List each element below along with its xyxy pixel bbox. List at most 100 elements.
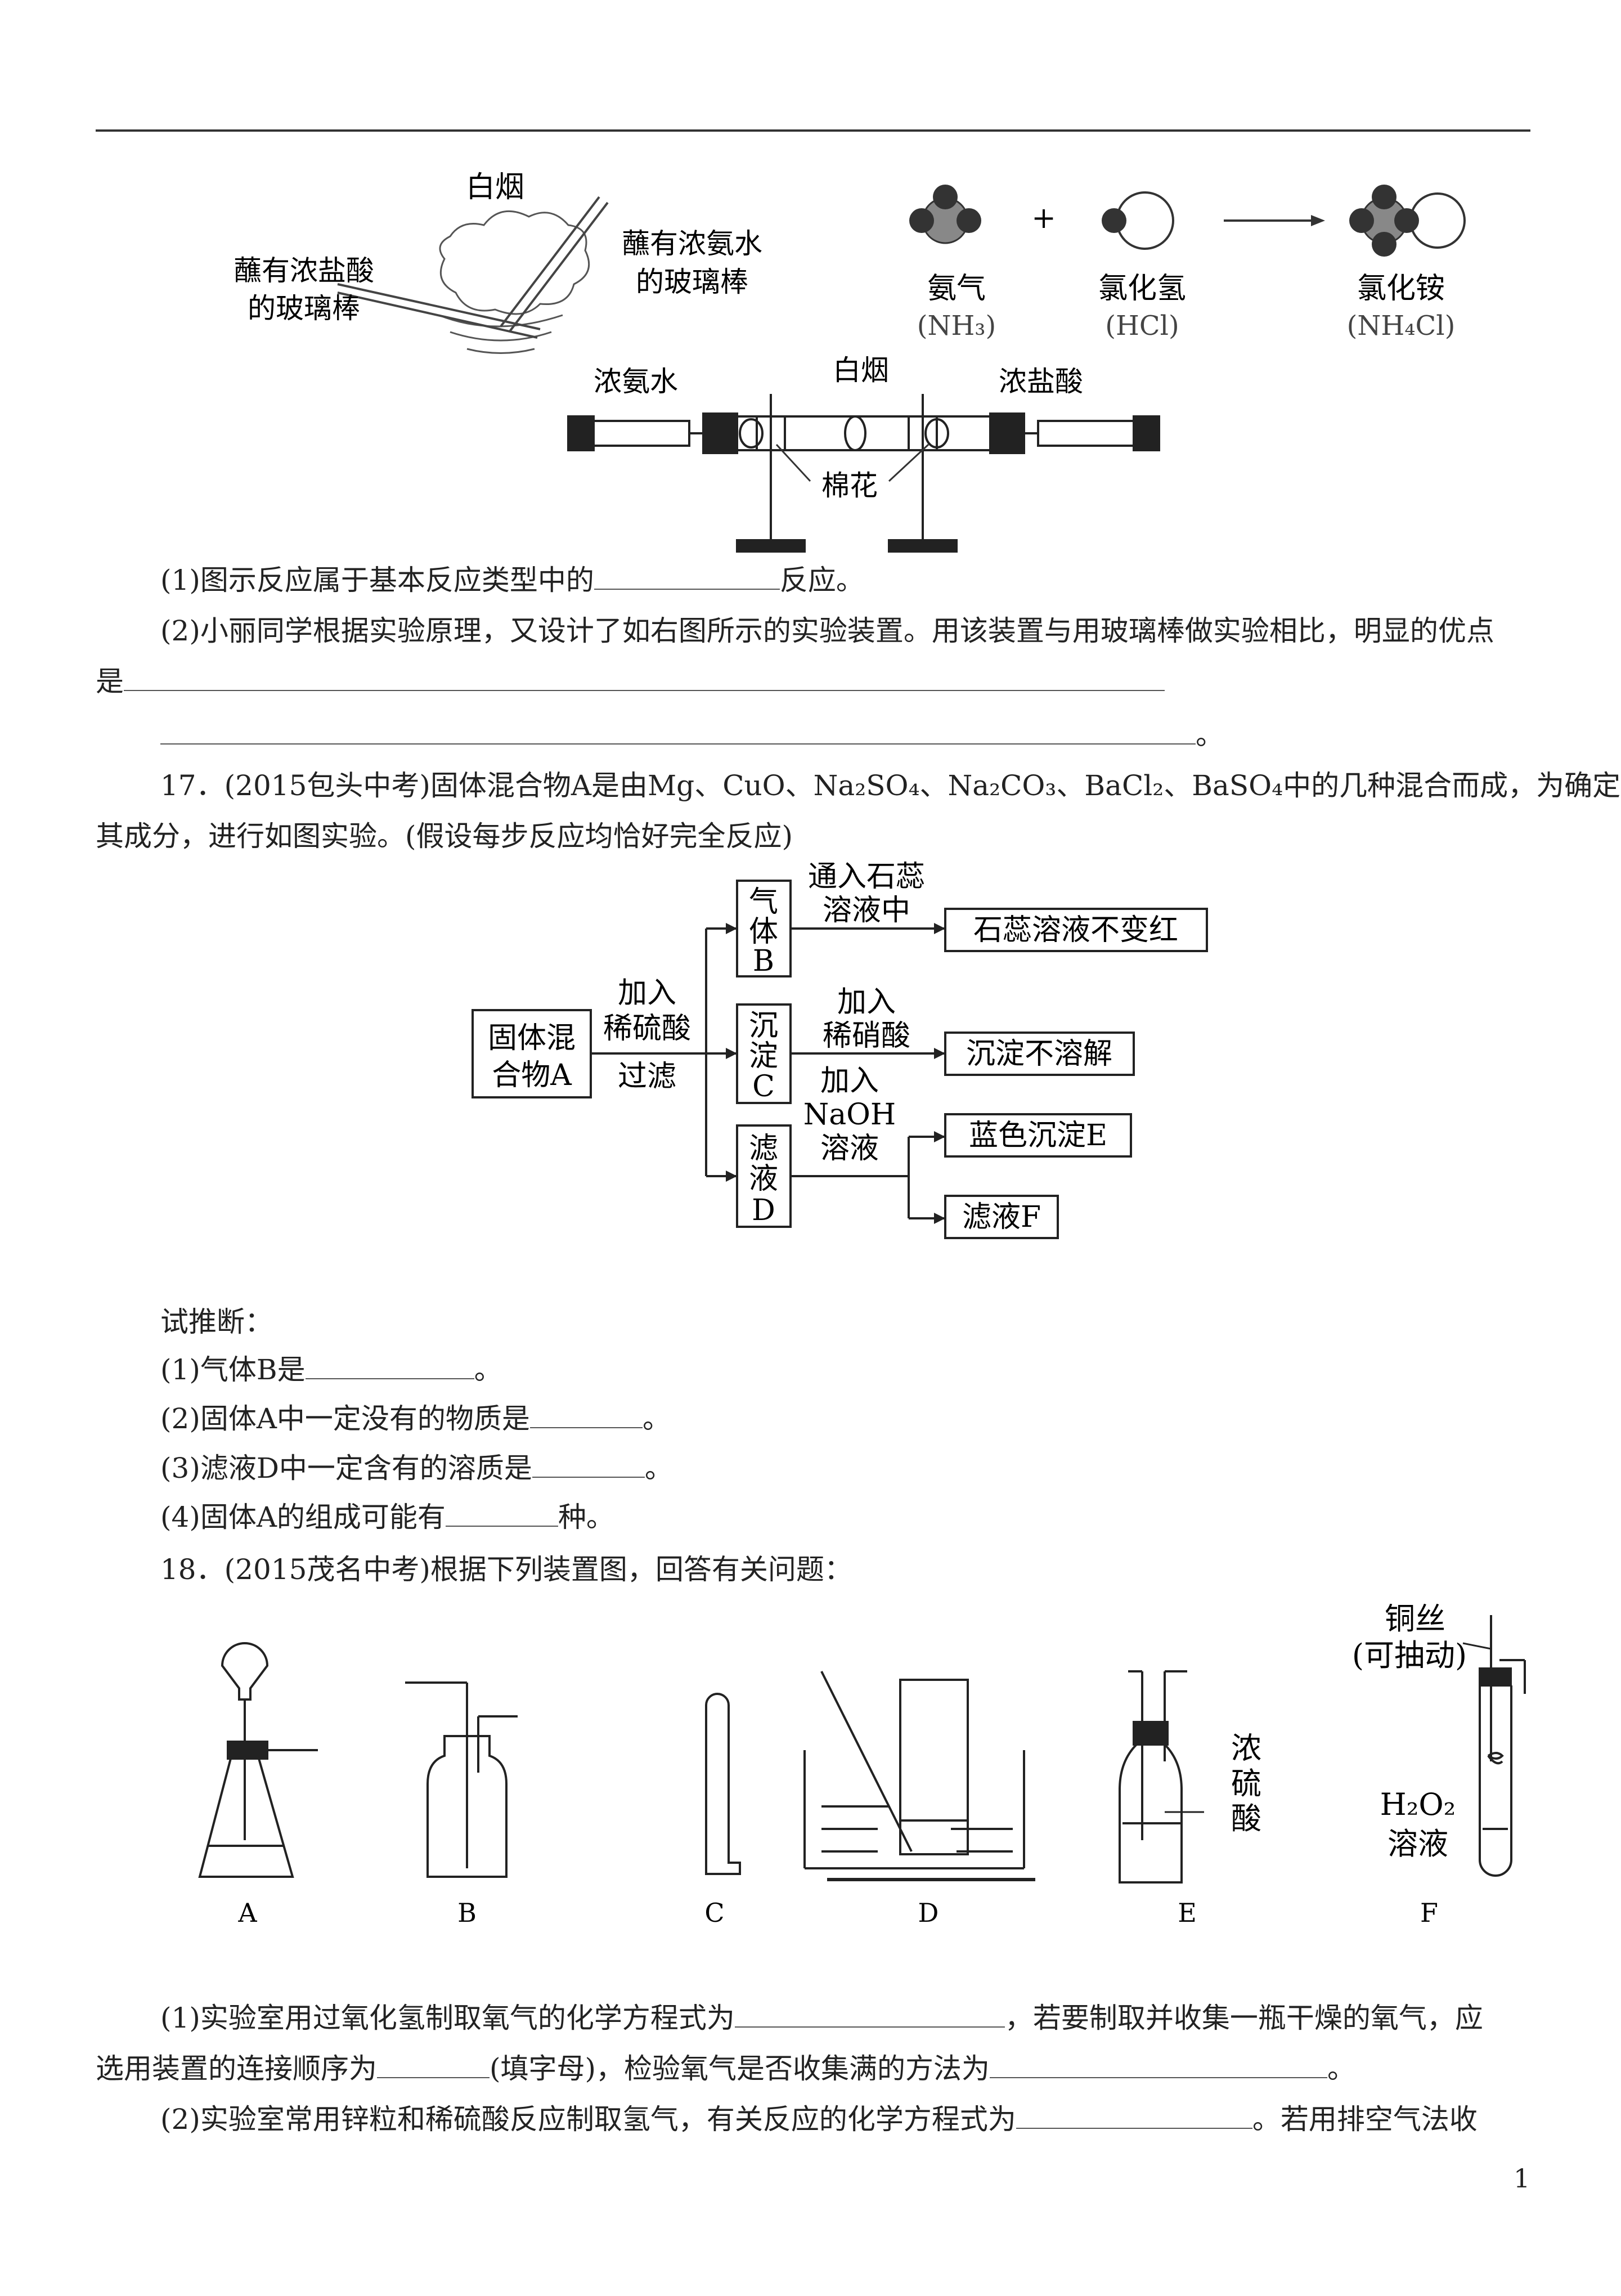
q17-s4-text: (4)固体A的组成可能有 xyxy=(160,1501,446,1533)
q17-s2: (2)固体A中一定没有的物质是 。 xyxy=(160,1401,671,1436)
header-rule xyxy=(96,129,1530,132)
flow-start-1: 固体混 xyxy=(488,1021,576,1055)
e-label-1: 浓 xyxy=(1231,1730,1261,1766)
q18-p1-c: 选用装置的连接顺序为 xyxy=(96,2052,377,2085)
q17-title-1: 17．(2015包头中考)固体混合物A是由Mg、CuO、Na₂SO₄、Na₂CO… xyxy=(160,769,1621,802)
flow-add1-3: 过滤 xyxy=(618,1060,676,1093)
box-res-f xyxy=(944,1195,1059,1239)
flow-filt-2: 液 xyxy=(749,1162,778,1196)
q18-p1-e: 。 xyxy=(1327,2052,1356,2085)
flow-gas-1: 气 xyxy=(749,885,778,919)
nh4cl-name: 氯化铵 xyxy=(1357,272,1445,306)
label-d: D xyxy=(918,1898,939,1925)
apparatus-d xyxy=(803,1671,1035,1881)
flow-add1-1: 加入 xyxy=(618,976,676,1010)
q17-s4-blank[interactable] xyxy=(445,1501,558,1527)
apparatus-f xyxy=(1479,1615,1526,1877)
apparatus-a xyxy=(198,1642,318,1878)
q17-s2-blank[interactable] xyxy=(529,1402,643,1428)
nh3-molecule xyxy=(909,185,981,244)
rod-nh3-label-1: 蘸有浓氨水 xyxy=(622,227,762,260)
q16-p1-blank[interactable] xyxy=(594,564,780,590)
label-f: F xyxy=(1420,1898,1438,1925)
q17-s2-post: 。 xyxy=(642,1402,671,1435)
q16-part2-cont: 是 xyxy=(96,664,1165,699)
q18-p1-blank-order[interactable] xyxy=(377,2052,490,2078)
flow-gas-2: 体 xyxy=(749,915,778,949)
hcl-molecule xyxy=(1102,191,1174,250)
q17-s2-text: (2)固体A中一定没有的物质是 xyxy=(160,1402,530,1435)
q16-part2-line2: 。 xyxy=(160,718,1224,752)
q18-p1-blank-eq[interactable] xyxy=(734,2002,1005,2028)
label-b: B xyxy=(457,1898,477,1925)
flow-res-ppt: 沉淀不溶解 xyxy=(966,1037,1112,1071)
q16-part1: (1)图示反应属于基本反应类型中的反应。 xyxy=(160,563,864,598)
q18-p1-line1: (1)实验室用过氧化氢制取氧气的化学方程式为 ，若要制取并收集一瓶干燥的氧气，应 xyxy=(160,2001,1483,2035)
flow-op-filt-3: 溶液 xyxy=(820,1132,879,1165)
apparatus-b xyxy=(405,1681,518,1878)
f-wire-label-2: (可抽动) xyxy=(1352,1638,1467,1673)
glass-rod-hcl xyxy=(337,283,541,339)
flow-op-ppt-2: 稀硝酸 xyxy=(823,1019,910,1053)
flow-add1-2: 稀硫酸 xyxy=(603,1012,691,1046)
q16-p1-text: (1)图示反应属于基本反应类型中的 xyxy=(160,564,594,597)
flow-ppt-2: 淀 xyxy=(749,1039,778,1073)
rod-hcl-label-2: 的玻璃棒 xyxy=(248,292,360,325)
q17-s1-post: 。 xyxy=(474,1353,502,1386)
f-sol-label-1: H₂O₂ xyxy=(1380,1787,1456,1822)
box-res-gas xyxy=(944,908,1208,952)
arrow-head xyxy=(1311,215,1325,226)
q17-s4: (4)固体A的组成可能有 种。 xyxy=(160,1500,614,1535)
apparatus-cotton-label: 棉花 xyxy=(821,469,878,502)
flow-op-filt-1: 加入 xyxy=(820,1064,879,1098)
nh3-name: 氨气 xyxy=(927,272,986,306)
q18-p1-line2: 选用装置的连接顺序为(填字母)，检验氧气是否收集满的方法为。 xyxy=(96,2051,1355,2086)
q17-s1: (1)气体B是 。 xyxy=(160,1352,502,1387)
q17-flowchart: 固体混 合物A 加入 稀硫酸 过滤 气 体 B 沉 淀 C 滤 液 D 通入石蕊… xyxy=(472,860,1208,1239)
nh4cl-formula: (NH₄Cl) xyxy=(1347,310,1456,342)
hcl-formula: (HCl) xyxy=(1105,310,1179,342)
hcl-name: 氯化氢 xyxy=(1098,272,1186,306)
label-c: C xyxy=(704,1898,724,1925)
flow-op-gas-2: 溶液中 xyxy=(823,894,910,927)
apparatus-hcl-label: 浓盐酸 xyxy=(999,365,1083,398)
q18-p2-a: (2)实验室常用锌粒和稀硫酸反应制取氢气，有关反应的化学方程式为 xyxy=(160,2103,1016,2136)
glass-rod-nh3 xyxy=(500,196,609,333)
q17-s4-post: 种。 xyxy=(558,1501,614,1533)
q18-p2-blank-eq[interactable] xyxy=(1016,2103,1252,2129)
q17-s3-text: (3)滤液D中一定含有的溶质是 xyxy=(160,1452,532,1485)
apparatus-c xyxy=(705,1693,741,1875)
q16-p2-blank-2[interactable] xyxy=(160,719,1196,745)
q17-infer: 试推断： xyxy=(160,1306,273,1338)
flow-ppt-3: C xyxy=(752,1070,775,1104)
q17-s3-blank[interactable] xyxy=(532,1452,645,1478)
q18-p1-blank-method[interactable] xyxy=(990,2052,1328,2078)
q17-s1-text: (1)气体B是 xyxy=(160,1353,306,1386)
flow-op-filt-2: NaOH xyxy=(803,1098,896,1132)
box-res-e xyxy=(944,1113,1132,1158)
f-sol-label-2: 溶液 xyxy=(1387,1826,1448,1862)
nh3-formula: (NH₃) xyxy=(917,310,996,342)
q18-p1-a: (1)实验室用过氧化氢制取氧气的化学方程式为 xyxy=(160,2002,735,2034)
flow-ppt-1: 沉 xyxy=(749,1009,778,1043)
flow-filt-3: D xyxy=(752,1194,775,1227)
q18-p2-b: 。若用排空气法收 xyxy=(1252,2103,1478,2136)
flow-op-gas-1: 通入石蕊 xyxy=(808,860,925,894)
flow-filt-1: 滤 xyxy=(749,1132,778,1165)
q18-p1-b: ，若要制取并收集一瓶干燥的氧气，应 xyxy=(1004,2002,1483,2034)
flow-res-e: 蓝色沉淀E xyxy=(969,1119,1107,1153)
flow-start-2: 合物A xyxy=(492,1059,572,1092)
q17-s1-blank[interactable] xyxy=(305,1353,474,1379)
q17-title-2: 其成分，进行如图实验。(假设每步反应均恰好完全反应) xyxy=(96,820,793,853)
page-number: 1 xyxy=(1514,2163,1530,2194)
flow-res-f: 滤液F xyxy=(962,1200,1041,1234)
q16-p2-cont-text: 是 xyxy=(96,665,124,698)
apparatus-ammonia-label: 浓氨水 xyxy=(594,365,678,398)
q17-s3-post: 。 xyxy=(644,1452,673,1485)
box-res-ppt xyxy=(944,1032,1135,1076)
q17-s3: (3)滤液D中一定含有的溶质是 。 xyxy=(160,1451,673,1486)
q16-p2-blank-1[interactable] xyxy=(124,665,1165,691)
plus-sign: + xyxy=(1031,201,1056,235)
label-a: A xyxy=(237,1898,257,1925)
q16-p2-end: 。 xyxy=(1196,719,1224,751)
